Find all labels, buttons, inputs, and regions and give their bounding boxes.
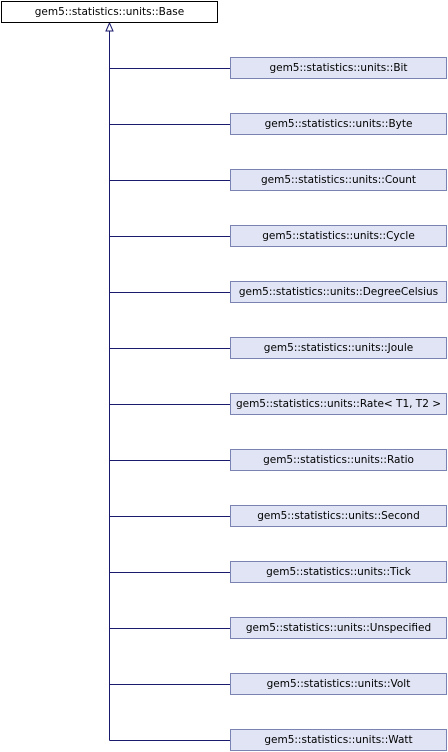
derived-class-label: gem5::statistics::units::Count <box>260 174 417 186</box>
derived-class-label: gem5::statistics::units::DegreeCelsius <box>238 286 439 298</box>
derived-class-label: gem5::statistics::units::Cycle <box>262 230 415 242</box>
derived-class-label: gem5::statistics::units::Tick <box>266 566 411 578</box>
derived-class-label: gem5::statistics::units::Bit <box>269 62 408 74</box>
derived-class-node[interactable]: gem5::statistics::units::Tick <box>230 561 447 583</box>
derived-class-node[interactable]: gem5::statistics::units::Watt <box>230 729 447 751</box>
derived-class-label: gem5::statistics::units::Rate< T1, T2 > <box>235 398 442 410</box>
derived-class-node[interactable]: gem5::statistics::units::Joule <box>230 337 447 359</box>
derived-class-node[interactable]: gem5::statistics::units::Byte <box>230 113 447 135</box>
derived-class-label: gem5::statistics::units::Watt <box>264 734 413 746</box>
derived-class-node[interactable]: gem5::statistics::units::Volt <box>230 673 447 695</box>
derived-class-label: gem5::statistics::units::Joule <box>263 342 414 354</box>
derived-class-node[interactable]: gem5::statistics::units::Rate< T1, T2 > <box>230 393 447 415</box>
inheritance-arrowhead <box>105 21 114 32</box>
derived-class-node[interactable]: gem5::statistics::units::DegreeCelsius <box>230 281 447 303</box>
derived-class-node[interactable]: gem5::statistics::units::Count <box>230 169 447 191</box>
derived-class-label: gem5::statistics::units::Volt <box>266 678 411 690</box>
derived-class-node[interactable]: gem5::statistics::units::Ratio <box>230 449 447 471</box>
derived-class-node[interactable]: gem5::statistics::units::Unspecified <box>230 617 447 639</box>
derived-class-label: gem5::statistics::units::Unspecified <box>245 622 432 634</box>
derived-class-label: gem5::statistics::units::Ratio <box>263 454 414 466</box>
base-class-node[interactable]: gem5::statistics::units::Base <box>1 1 218 23</box>
derived-class-node[interactable]: gem5::statistics::units::Cycle <box>230 225 447 247</box>
derived-class-node[interactable]: gem5::statistics::units::Bit <box>230 57 447 79</box>
derived-class-label: gem5::statistics::units::Second <box>257 510 420 522</box>
derived-class-node[interactable]: gem5::statistics::units::Second <box>230 505 447 527</box>
base-class-label: gem5::statistics::units::Base <box>34 6 185 18</box>
derived-class-label: gem5::statistics::units::Byte <box>264 118 413 130</box>
